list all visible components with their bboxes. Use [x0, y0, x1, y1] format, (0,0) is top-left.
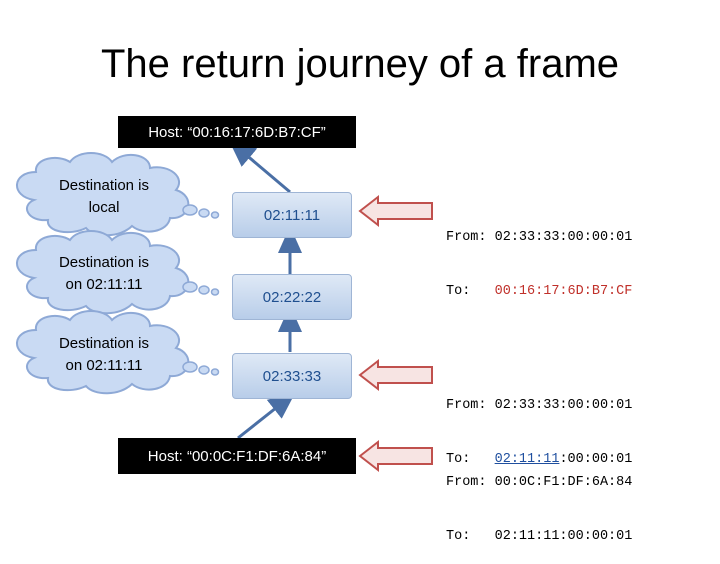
cloud-1 [16, 152, 220, 237]
cloud-1-line2: local [88, 199, 120, 216]
router-1-label: 02:11:11 [263, 206, 321, 224]
host-top: Host: “00:16:17:6D:B7:CF” [118, 116, 356, 148]
cloud-1-text: Destination is local [30, 175, 178, 219]
red-arrow-frame-1 [358, 194, 433, 228]
cloud-2-line2: on 02:11:11 [65, 276, 143, 293]
frame-3-from-row: From: 00:0C:F1:DF:6A:84 [446, 474, 632, 492]
red-arrow-frame-3 [358, 439, 433, 473]
frame-1-from-label: From: [446, 230, 487, 245]
frame-1-from: 02:33:33:00:00:01 [494, 230, 633, 245]
cloud-3-line2: on 02:11:11 [65, 357, 143, 374]
frame-3-to-row: To: 02:11:11:00:00:01 [446, 528, 632, 546]
frame-1-to: 00:16:17:6D:B7:CF [494, 284, 633, 299]
frame-2-to-label: To: [446, 452, 471, 467]
frame-2-from-label: From: [446, 398, 487, 413]
cloud-2-text: Destination is on 02:11:11 [30, 252, 178, 296]
frame-2-to-prefix: 02:11:11 [494, 452, 560, 467]
host-top-label: Host: “00:16:17:6D:B7:CF” [148, 123, 326, 141]
frame-2-to-row: To: 02:11:11:00:00:01 [446, 451, 632, 469]
frame-3-from-label: From: [446, 475, 487, 490]
cloud-1-line1: Destination is [58, 177, 150, 194]
frame-3: From: 00:0C:F1:DF:6A:84 To: 02:11:11:00:… [446, 438, 632, 564]
host-bottom-label: Host: “00:0C:F1:DF:6A:84” [147, 447, 327, 465]
frame-3-to-label: To: [446, 529, 471, 544]
cloud-3-line1: Destination is [58, 335, 150, 352]
frame-2-from-row: From: 02:33:33:00:00:01 [446, 397, 632, 415]
router-2-label: 02:22:22 [262, 288, 322, 306]
diagram-connections [16, 140, 433, 473]
cloud-3-text: Destination is on 02:11:11 [30, 333, 178, 377]
arrow-router1-to-top-host [228, 140, 291, 194]
frame-2: From: 02:33:33:00:00:01 To: 02:11:11:00:… [446, 361, 632, 487]
page-title: The return journey of a frame [100, 42, 620, 86]
frame-3-to: 02:11:11:00:00:01 [494, 529, 633, 544]
frame-1: From: 02:33:33:00:00:01 To: 00:16:17:6D:… [446, 193, 632, 319]
router-2: 02:22:22 [232, 274, 352, 320]
cloud-2-line1: Destination is [58, 254, 150, 271]
arrow-bottom-host-to-router3 [237, 392, 296, 440]
frame-2-from: 02:33:33:00:00:01 [494, 398, 633, 413]
router-3: 02:33:33 [232, 353, 352, 399]
frame-1-from-row: From: 02:33:33:00:00:01 [446, 229, 632, 247]
cloud-2 [16, 230, 220, 315]
frame-1-to-row: To: 00:16:17:6D:B7:CF [446, 283, 632, 301]
frame-1-to-label: To: [446, 284, 471, 299]
frame-3-from: 00:0C:F1:DF:6A:84 [494, 475, 633, 490]
router-1: 02:11:11 [232, 192, 352, 238]
cloud-3 [16, 310, 220, 395]
router-3-label: 02:33:33 [262, 367, 322, 385]
host-bottom: Host: “00:0C:F1:DF:6A:84” [118, 438, 356, 474]
red-arrow-frame-2 [358, 358, 433, 392]
frame-2-to-suffix: :00:00:01 [559, 452, 633, 467]
